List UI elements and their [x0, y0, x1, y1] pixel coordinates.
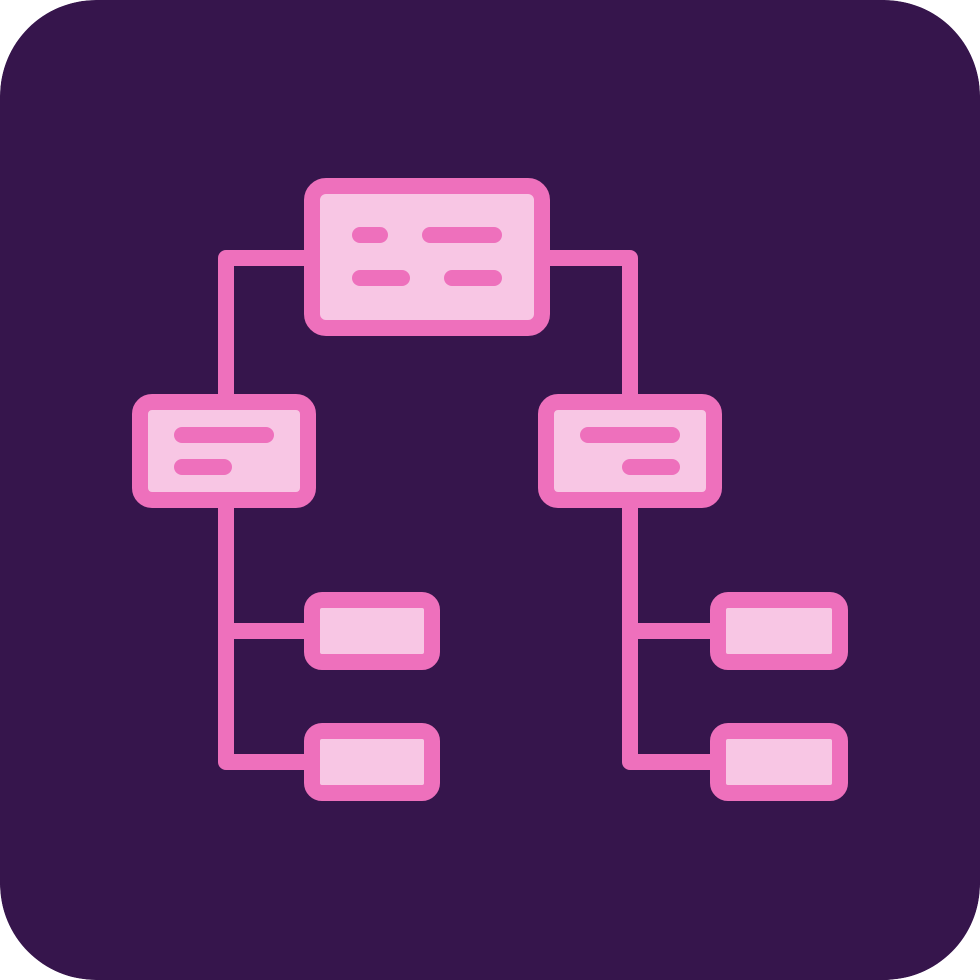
connector-lines [218, 250, 726, 770]
node-text-lines [174, 227, 680, 475]
connector-left-branch [218, 494, 320, 770]
connector-right-branch [622, 494, 726, 770]
left-leaf-bottom [304, 723, 440, 801]
connector-root-right [534, 250, 638, 410]
right-leaf-bottom [710, 723, 848, 801]
left-leaf-top [304, 592, 440, 670]
root-node [304, 178, 550, 336]
right-node [538, 394, 722, 508]
connector-root-left [218, 250, 320, 410]
right-leaf-top [710, 592, 848, 670]
left-node [132, 394, 316, 508]
